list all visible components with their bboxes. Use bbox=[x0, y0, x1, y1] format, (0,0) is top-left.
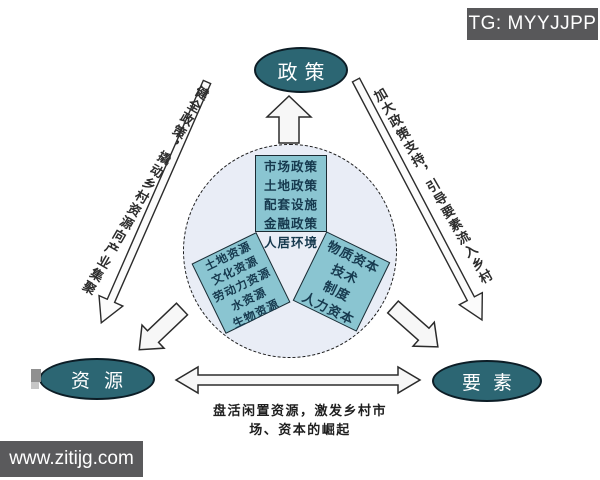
resource-factor-double-arrow bbox=[174, 365, 422, 395]
resource-factor-edge-caption: 盘活闲置资源，激发乡村市 场、资本的崛起 bbox=[170, 401, 430, 439]
circle-to-factor-arrow bbox=[386, 299, 439, 348]
tg-badge: TG: MYYJJPP bbox=[467, 8, 598, 40]
left-edge-artifact-light bbox=[31, 382, 39, 389]
watermark-bar: www.zitijg.com bbox=[0, 441, 143, 477]
circle-to-resource-arrow bbox=[138, 302, 189, 351]
resource-node-label: 资源 bbox=[70, 370, 137, 392]
policy-measure-item: 市场政策 bbox=[263, 160, 318, 174]
policy-measure-item: 人居环境 bbox=[263, 236, 318, 250]
policy-measure-item: 配套设施 bbox=[263, 198, 318, 212]
caption-line-2: 场、资本的崛起 bbox=[249, 422, 351, 437]
circle-to-policy-arrow bbox=[265, 94, 313, 144]
policy-node: 政策 bbox=[254, 47, 348, 93]
left-edge-artifact bbox=[31, 369, 41, 382]
policy-measure-item: 金融政策 bbox=[263, 217, 318, 231]
policy-node-label: 政策 bbox=[277, 61, 332, 84]
policy-measure-item: 土地政策 bbox=[263, 179, 318, 193]
policy-to-factor-arrow bbox=[351, 77, 484, 322]
policy-measures-box: 市场政策 土地政策 配套设施 金融政策 人居环境 bbox=[255, 155, 327, 250]
policy-to-resource-arrow bbox=[98, 79, 212, 325]
caption-line-1: 盘活闲置资源，激发乡村市 bbox=[212, 403, 387, 418]
factor-node: 要素 bbox=[432, 360, 542, 402]
resource-node: 资源 bbox=[39, 358, 155, 400]
factor-node-label: 要素 bbox=[461, 372, 524, 394]
